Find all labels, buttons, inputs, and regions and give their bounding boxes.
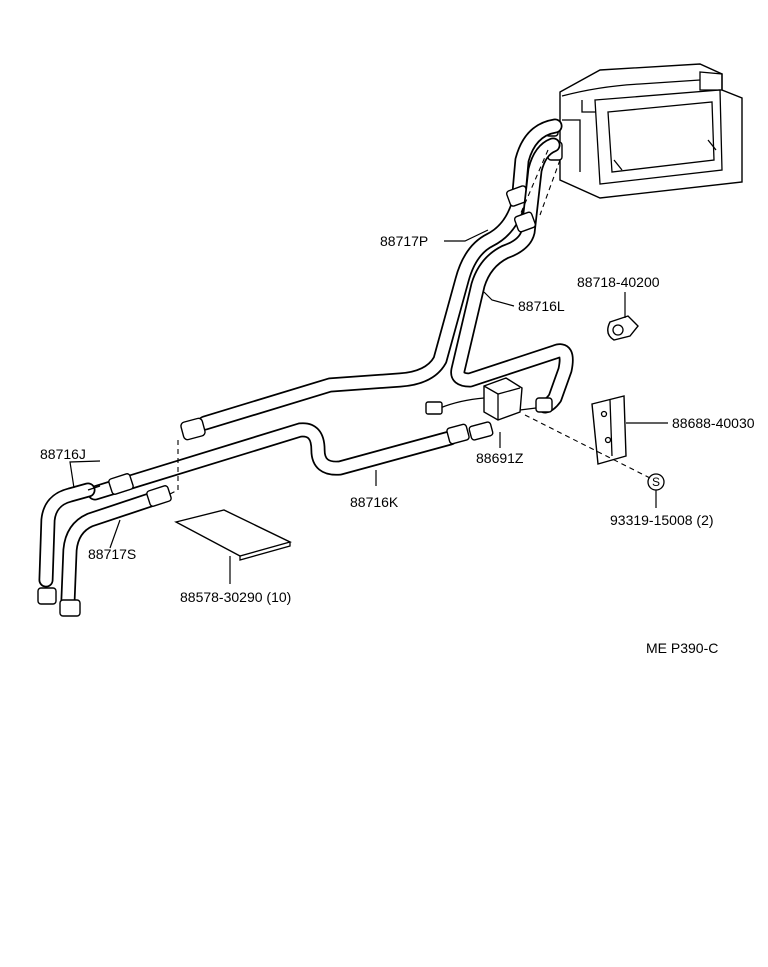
hose-88716K xyxy=(87,422,470,501)
hose-88716J xyxy=(37,482,101,605)
clip-88718-40200 xyxy=(607,315,639,341)
part-label-88716L: 88716L xyxy=(518,298,565,314)
hose-88717S xyxy=(59,485,172,617)
leader-88717S xyxy=(109,519,121,549)
leader-88716L xyxy=(483,291,515,307)
part-label-88717P: 88717P xyxy=(380,233,429,249)
hose-88717P xyxy=(180,118,563,441)
sheet-88578-30290 xyxy=(174,509,292,561)
part-label-88716K: 88716K xyxy=(350,494,399,510)
part-label-88717S: 88717S xyxy=(88,546,137,562)
part-label-88716J: 88716J xyxy=(40,446,86,462)
leader-88716J xyxy=(69,460,101,489)
part-label-93319-15008: 93319-15008 (2) xyxy=(610,512,714,528)
reference-code: ME P390-C xyxy=(646,640,719,656)
part-label-88688-40030: 88688-40030 xyxy=(672,415,755,431)
part-label-88691Z: 88691Z xyxy=(476,450,524,466)
evaporator-unit xyxy=(545,63,743,199)
bracket-88688-40030 xyxy=(591,395,627,465)
leader-88717P xyxy=(444,229,489,242)
hose-88716L xyxy=(450,137,574,414)
part-label-88578-30290: 88578-30290 (10) xyxy=(180,589,292,605)
s-mark: S xyxy=(651,475,660,489)
valve-88691Z xyxy=(425,377,537,441)
part-label-88718-40200: 88718-40200 xyxy=(577,274,660,290)
